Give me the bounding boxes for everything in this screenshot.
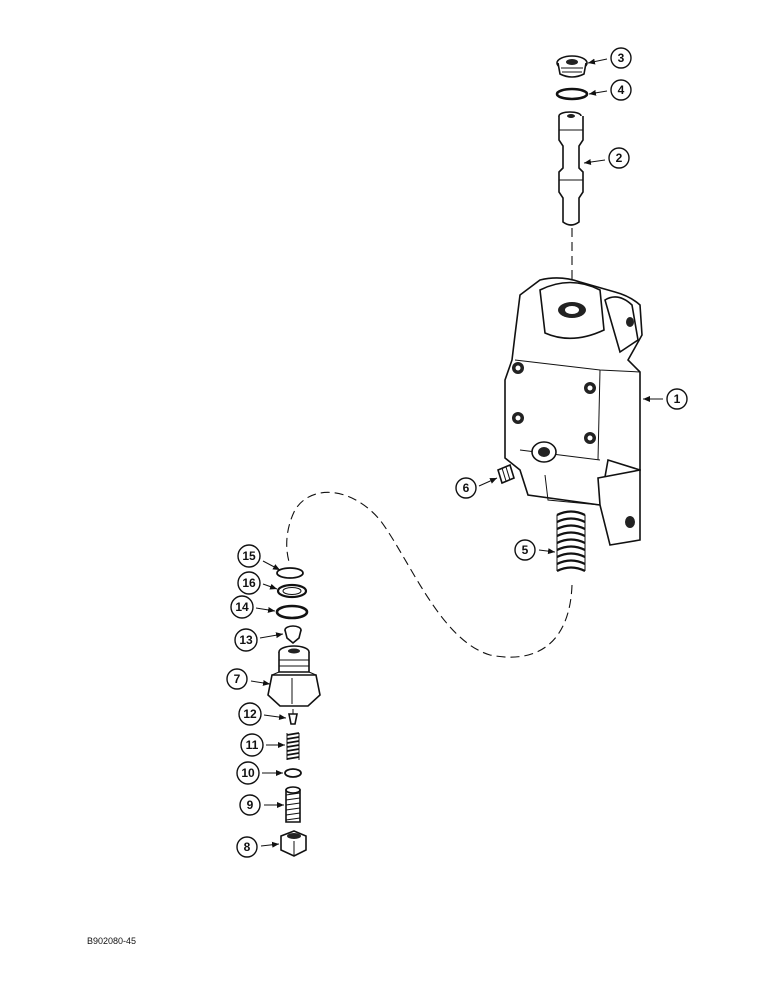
backup-ring-part xyxy=(276,583,308,599)
callout-1-label: 1 xyxy=(674,392,681,406)
callout-13: 13 xyxy=(234,628,284,652)
callout-4: 4 xyxy=(588,79,632,101)
plug-part xyxy=(556,55,588,78)
callout-11: 11 xyxy=(240,733,285,757)
callout-5: 5 xyxy=(514,539,556,561)
callout-6-label: 6 xyxy=(463,481,470,495)
small-o-ring-part xyxy=(284,768,302,778)
callout-8-label: 8 xyxy=(244,840,251,854)
callout-14: 14 xyxy=(230,595,276,619)
o-ring-part xyxy=(555,87,589,101)
callout-15-label: 15 xyxy=(242,549,256,563)
callout-9: 9 xyxy=(239,794,284,816)
valve-body-part xyxy=(504,277,643,546)
callout-7: 7 xyxy=(226,668,271,690)
callout-3: 3 xyxy=(587,47,632,69)
callout-7-label: 7 xyxy=(234,672,241,686)
callout-10: 10 xyxy=(236,761,283,785)
callout-2: 2 xyxy=(583,147,630,169)
small-plug-part xyxy=(497,463,515,485)
callout-14-label: 14 xyxy=(235,600,249,614)
callout-16-label: 16 xyxy=(242,576,256,590)
adjusting-screw-part xyxy=(285,786,301,823)
callout-11-label: 11 xyxy=(246,738,259,752)
callout-13-label: 13 xyxy=(239,633,253,647)
spring-part xyxy=(556,510,586,572)
seat-part xyxy=(288,709,298,725)
callout-4-label: 4 xyxy=(618,83,625,97)
callout-6: 6 xyxy=(455,477,498,499)
centerline-relief-valve xyxy=(286,491,573,658)
snap-ring-part xyxy=(276,567,304,579)
callout-12-label: 12 xyxy=(243,707,257,721)
callout-1: 1 xyxy=(643,388,688,410)
spool-part xyxy=(558,111,584,226)
callout-15: 15 xyxy=(237,544,281,571)
callout-16: 16 xyxy=(237,571,278,595)
o-ring-part-2 xyxy=(275,604,309,620)
callout-2-label: 2 xyxy=(616,151,623,165)
nut-part xyxy=(280,830,307,857)
callout-9-label: 9 xyxy=(247,798,254,812)
small-spring-part xyxy=(286,732,300,760)
callout-3-label: 3 xyxy=(618,51,625,65)
callout-5-label: 5 xyxy=(522,543,529,557)
poppet-part xyxy=(284,625,302,645)
callout-8: 8 xyxy=(236,836,280,858)
relief-valve-housing-part xyxy=(267,645,321,707)
callout-10-label: 10 xyxy=(241,766,255,780)
callout-12: 12 xyxy=(238,702,287,726)
figure-reference-number: B902080-45 xyxy=(87,936,136,946)
